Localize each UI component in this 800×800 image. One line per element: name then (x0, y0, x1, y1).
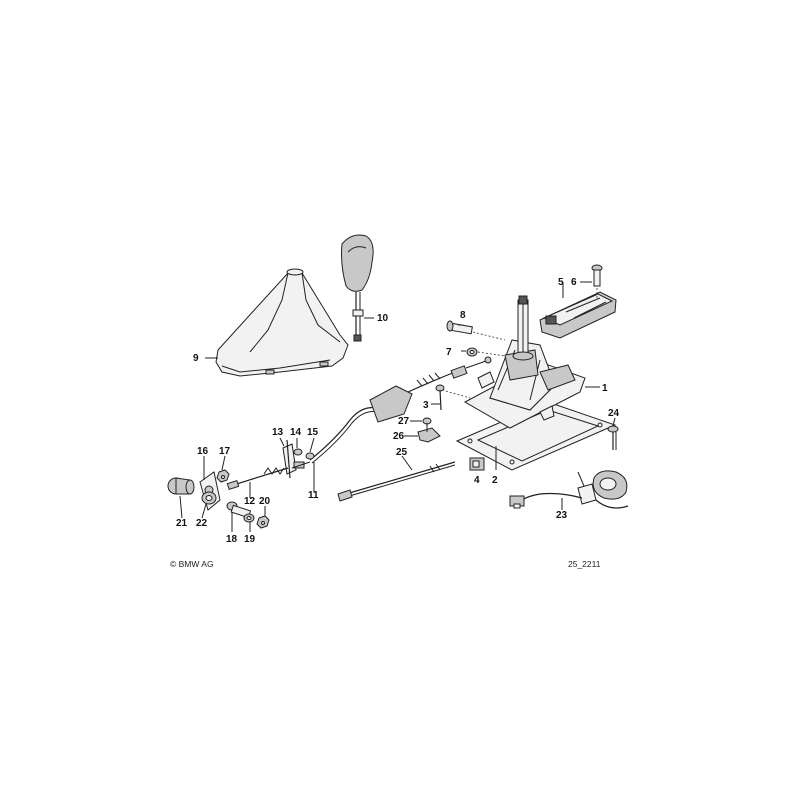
label-part-11: 11 (308, 490, 319, 501)
label-part-23: 23 (556, 510, 568, 521)
shift-boot-part (215, 268, 349, 377)
cable-bracket-part (282, 439, 315, 479)
label-part-14: 14 (290, 427, 302, 438)
label-part-5: 5 (558, 277, 564, 288)
leader-lines (179, 281, 616, 532)
label-part-12: 12 (244, 496, 256, 507)
label-part-16: 16 (197, 446, 209, 457)
label-part-9: 9 (193, 353, 199, 364)
label-part-4: 4 (474, 475, 480, 486)
label-part-25: 25 (396, 447, 408, 458)
label-part-10: 10 (377, 313, 389, 324)
label-part-8: 8 (460, 310, 466, 321)
pivot-bolt-part (446, 320, 506, 341)
label-part-20: 20 (259, 496, 271, 507)
label-part-24: 24 (608, 408, 620, 419)
label-part-27: 27 (398, 416, 410, 427)
shift-knob-part (341, 234, 374, 342)
label-part-1: 1 (602, 383, 608, 394)
label-part-26: 26 (393, 431, 405, 442)
cover-screw-part (591, 264, 603, 300)
label-part-17: 17 (219, 446, 231, 457)
screw-part-3 (435, 384, 471, 411)
label-part-7: 7 (446, 347, 452, 358)
selector-cover-part (539, 291, 617, 339)
label-part-13: 13 (272, 427, 284, 438)
nut-part-17 (216, 469, 230, 483)
label-part-18: 18 (226, 534, 238, 545)
label-part-22: 22 (196, 518, 208, 529)
selector-cable-part (309, 356, 492, 464)
screw-part-27 (422, 417, 432, 432)
cable-rod-part (337, 461, 456, 502)
label-part-6: 6 (571, 277, 577, 288)
shifter-housing-part (455, 295, 617, 471)
spring-rod-part (226, 467, 289, 491)
clip-part-26 (417, 427, 441, 443)
clip-part-4 (469, 457, 485, 471)
bushing-part-21 (167, 477, 195, 495)
bolt-nut-set-part (226, 501, 270, 529)
solenoid-part (509, 470, 629, 509)
label-part-2: 2 (492, 475, 498, 486)
label-part-21: 21 (176, 518, 188, 529)
label-part-15: 15 (307, 427, 319, 438)
drawing-number: 25_2211 (568, 559, 601, 569)
part-labels: 1 2 3 4 5 6 7 8 9 10 11 12 13 14 15 16 1… (176, 277, 620, 545)
copyright-text: © BMW AG (170, 559, 214, 569)
label-part-19: 19 (244, 534, 256, 545)
lever-plate-part (199, 471, 221, 511)
label-part-3: 3 (423, 400, 429, 411)
screw-part-24 (607, 425, 619, 450)
nut-part-7 (466, 347, 506, 357)
